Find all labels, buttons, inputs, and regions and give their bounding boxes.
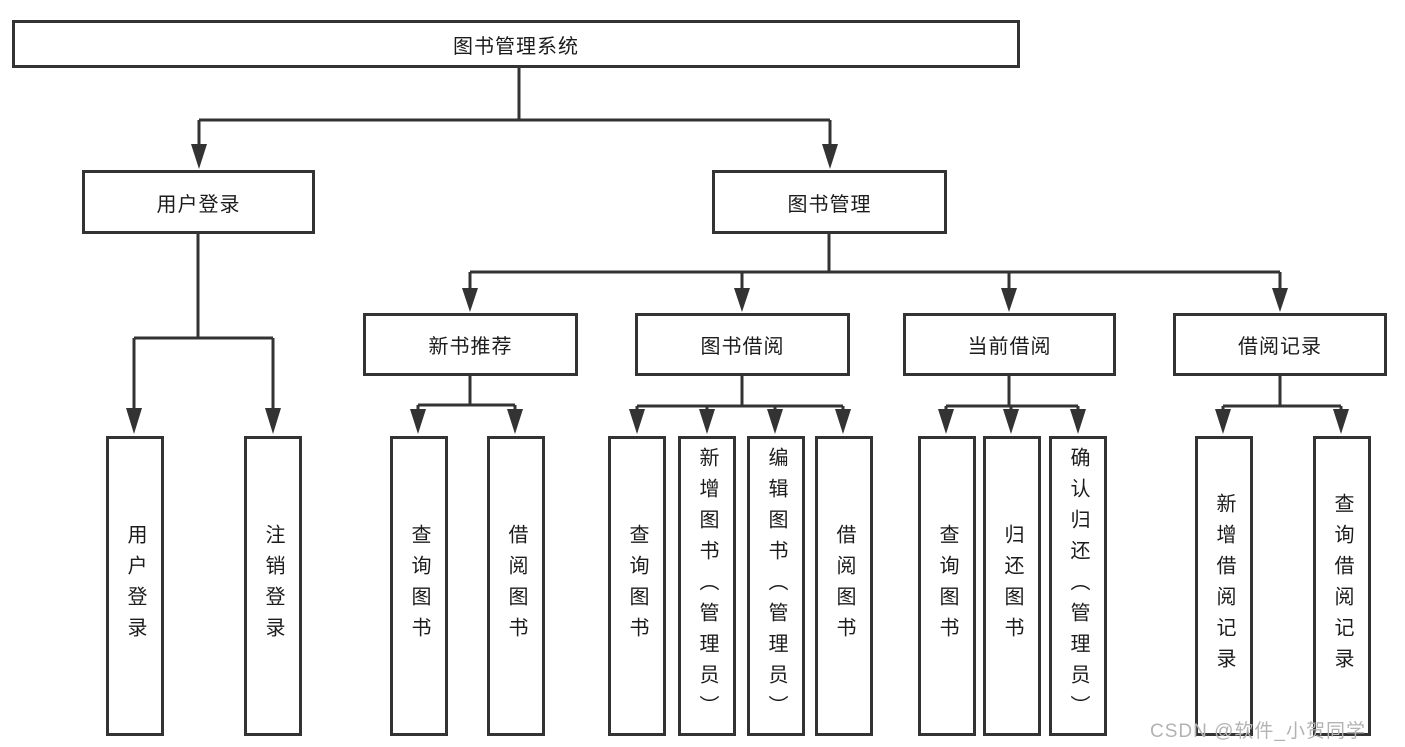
leaf-add-books-admin: 新增图书（管理员） [678,436,736,736]
leaf-borrow-books-1: 借阅图书 [487,436,545,736]
node-new-book-recommend-label: 新书推荐 [428,336,513,358]
leaf-query-borrow-record: 查询借阅记录 [1313,436,1371,736]
leaf-edit-books-admin: 编辑图书（管理员） [747,436,805,736]
leaf-add-borrow-record: 新增借阅记录 [1195,436,1253,736]
leaf-return-books: 归还图书 [983,436,1041,736]
node-user-login: 用户登录 [82,170,315,234]
node-root: 图书管理系统 [12,20,1020,68]
leaf-confirm-return-admin-label: 确认归还（管理员） [1067,446,1089,726]
leaf-borrow-books-2: 借阅图书 [815,436,873,736]
leaf-query-books-1: 查询图书 [390,436,448,736]
leaf-user-login: 用户登录 [106,436,164,736]
arrowheads [126,144,1349,434]
leaf-query-books-3-label: 查询图书 [936,524,958,648]
leaf-query-borrow-record-label: 查询借阅记录 [1331,493,1353,679]
leaf-add-borrow-record-label: 新增借阅记录 [1213,493,1235,679]
leaf-borrow-books-1-label: 借阅图书 [505,524,527,648]
node-book-management-label: 图书管理 [787,193,872,216]
leaf-query-books-1-label: 查询图书 [408,524,430,648]
leaf-add-books-admin-label: 新增图书（管理员） [696,446,718,726]
leaf-logout: 注销登录 [244,436,302,736]
leaf-confirm-return-admin: 确认归还（管理员） [1049,436,1107,736]
leaf-query-books-2-label: 查询图书 [626,524,648,648]
node-current-borrowing: 当前借阅 [903,313,1116,376]
node-user-login-label: 用户登录 [156,193,241,216]
leaf-return-books-label: 归还图书 [1001,524,1023,648]
node-book-borrowing-label: 图书借阅 [700,336,785,358]
leaf-user-login-label: 用户登录 [124,524,146,648]
leaf-borrow-books-2-label: 借阅图书 [833,524,855,648]
node-current-borrowing-label: 当前借阅 [967,336,1052,358]
node-borrow-records-label: 借阅记录 [1238,336,1322,358]
node-book-management: 图书管理 [712,170,947,234]
leaf-query-books-3: 查询图书 [918,436,976,736]
leaf-query-books-2: 查询图书 [608,436,666,736]
watermark-text: CSDN @软件_小贺同学 [1150,721,1366,742]
leaf-edit-books-admin-label: 编辑图书（管理员） [765,446,787,726]
node-root-label: 图书管理系统 [453,35,579,58]
node-borrow-records: 借阅记录 [1173,313,1387,376]
node-book-borrowing: 图书借阅 [635,313,850,376]
node-new-book-recommend: 新书推荐 [363,313,578,376]
leaf-logout-label: 注销登录 [262,524,284,648]
